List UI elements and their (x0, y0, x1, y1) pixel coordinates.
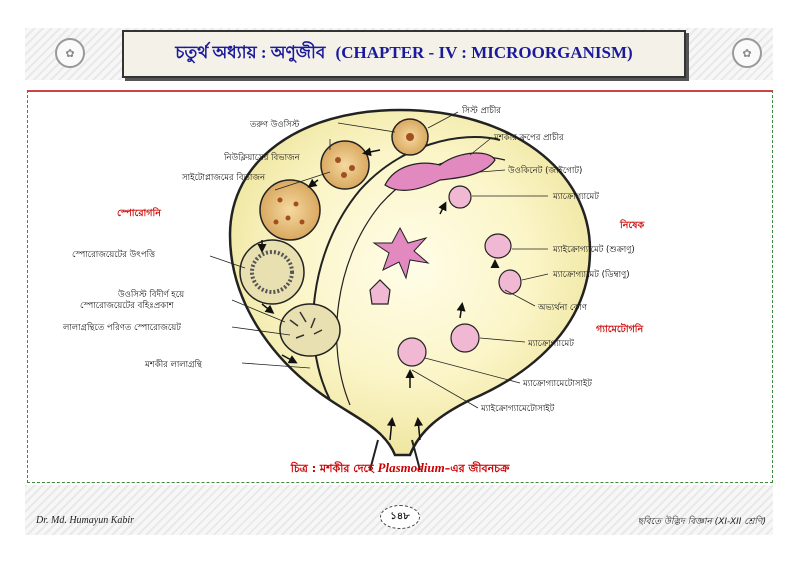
label-macrogamete-1: ম্যাক্রোগ্যামেট (552, 190, 600, 202)
label-microgametocyte: ম্যাইক্রোগ্যামেটোসাইট (480, 402, 556, 414)
phase-sporogony: স্পোরোগনি (117, 206, 162, 219)
label-oocyst-burst: উওসিস্ট বিদীর্ণ হয়ে (117, 288, 185, 300)
page-title: চতুর্থ অধ্যায় : অণুজীব (CHAPTER - IV : … (175, 40, 632, 68)
label-sporozoite-salivary: লালাগ্রন্থিতে পরিণত স্পোরোজয়েট (62, 321, 182, 333)
oocyst-3 (259, 179, 321, 241)
figure-caption: চিত্র : মশকীর দেহে Plasmodium–এর জীবনচক্… (200, 460, 600, 479)
cycle-arrows (257, 147, 500, 441)
oocyst-1 (391, 118, 429, 156)
ookinete (384, 152, 496, 192)
label-nuclear-division: নিউক্লিয়াসের বিভাজন (223, 151, 301, 163)
label-macrogametocyte: ম্যাক্রোগ্যামেটোসাইট (522, 377, 593, 389)
title-english: (CHAPTER - IV : MICROORGANISM) (335, 43, 633, 62)
label-cyst-wall: সিস্ট প্রাচীর (461, 104, 502, 116)
author-name: Dr. Md. Humayun Kabir (36, 515, 135, 526)
caption-genus: Plasmodium (377, 460, 445, 475)
label-ookinete: উওকিনেট (জাইগোট) (507, 164, 582, 176)
figure-frame (27, 90, 773, 483)
leader-lines (209, 111, 549, 409)
title-bengali: চতুর্থ অধ্যায় : অণুজীব (175, 43, 326, 62)
label-salivary-gland: মশকীর লালাগ্রন্থি (144, 358, 203, 370)
emblem-right-icon: ✿ (732, 38, 762, 68)
oocyst-5 (279, 303, 341, 357)
oocyst-2 (320, 140, 370, 190)
microgametocyte-star (372, 226, 430, 280)
caption-suffix: –এর জীবনচক্র (444, 462, 510, 475)
label-sporozoite-origin: স্পোরোজয়েটের উৎপত্তি (72, 248, 156, 260)
phase-gametogony: গ্যামেটোগনি (596, 321, 645, 335)
chapter-banner: চতুর্থ অধ্যায় : অণুজীব (CHAPTER - IV : … (122, 30, 686, 78)
caption-prefix: চিত্র : মশকীর দেহে (290, 462, 378, 475)
label-reception-cone: অভ্যর্থনা কোণ (537, 302, 588, 313)
label-young-oocyst: তরুণ উওসিস্ট (249, 118, 301, 130)
gamete-group (369, 185, 522, 367)
label-cytoplasm-division: সাইটোপ্লাজমের বিভাজন (181, 171, 266, 183)
book-title: ছবিতে উদ্ভিদ বিজ্ঞান (XI-XII শ্রেণি) (637, 517, 766, 527)
oocyst-4 (239, 239, 305, 305)
label-microgamete-sperm: ম্যাইক্রোগ্যামেট (শুক্রাণু) (552, 243, 635, 255)
label-macrogamete-2: ম্যাক্রোগ্যামেট (527, 337, 575, 349)
emblem-left-icon: ✿ (55, 38, 85, 68)
label-sporozoite-release: স্পোরোজয়েটের বহিঃপ্রকাশ (80, 299, 175, 311)
page-number: ১৪৮ (380, 505, 420, 529)
label-macrogamete-ovum: ম্যাক্রোগ্যামেট (ডিম্বাণু) (552, 268, 630, 280)
phase-fertilization: নিষেক (619, 218, 645, 231)
label-crop-wall: মশকীর ক্রপের প্রাচীর (493, 131, 565, 143)
